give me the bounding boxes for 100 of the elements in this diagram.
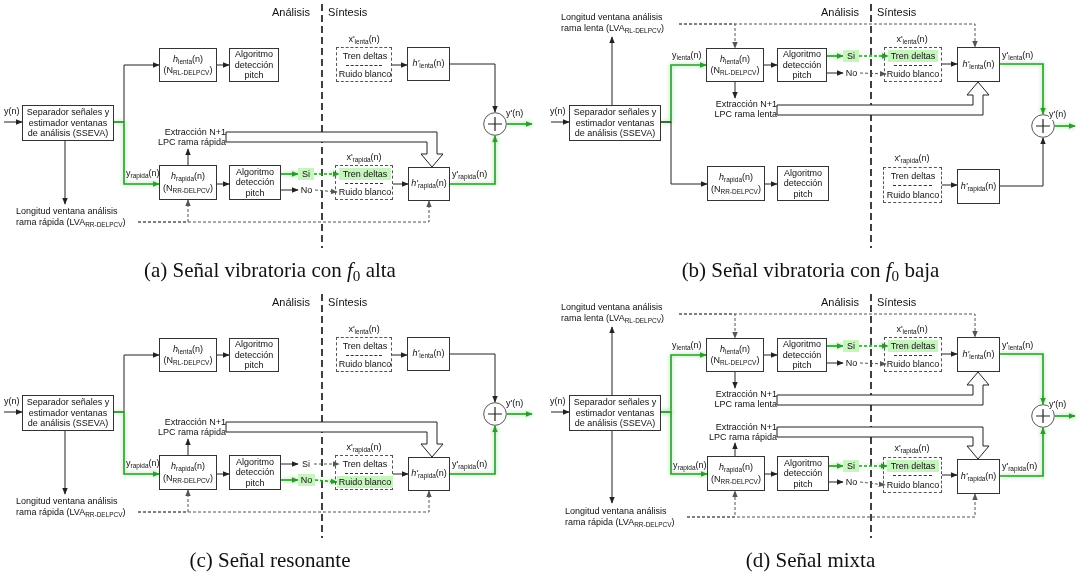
process-block: h$_{lenta}$(n) (N$_{RL-DELPCV}$) (706, 48, 764, 82)
arrow (941, 472, 958, 478)
arrow (732, 371, 738, 389)
arrow (826, 343, 844, 349)
arrow (280, 187, 299, 193)
arrow (763, 62, 778, 68)
arrow (732, 442, 738, 457)
text-label: Si (843, 340, 859, 352)
text-label: No (298, 474, 315, 486)
signal-label: x'$_{rapida}$(n) (894, 153, 930, 165)
arrow (660, 121, 708, 187)
arrow (506, 121, 533, 127)
figure-caption: (a) Señal vibratoria con f$_{0}$ alta (144, 258, 396, 282)
edge-label: y$_{lenta}$(n) (672, 51, 702, 61)
hollow-arrow (776, 371, 990, 406)
arrow (449, 425, 498, 475)
arrow (449, 353, 498, 403)
dashed-arrow (314, 478, 338, 485)
arrow (3, 409, 23, 415)
process-block: Algoritmo detección pitch (777, 338, 827, 372)
process-block: h$_{rapida}$(n) (N$_{RR-DELPCV}$) (159, 455, 217, 490)
process-block: Separador señales y estimador ventanas de análisis (SSEVA) (22, 105, 114, 141)
text-label: Extracción N+1 LPC rama rápida (701, 421, 777, 443)
text-label: Ruido blanco (885, 189, 941, 201)
section-label: Análisis (821, 296, 859, 308)
arrow (828, 463, 844, 469)
text-label: Si (298, 168, 314, 180)
text-label: Longitud ventana análisis rama rápida (LVA$_{RR-DELPCV}$) (16, 495, 138, 519)
process-block: Separador señales y estimador ventanas de análisis (SSEVA) (22, 395, 114, 431)
text-label: Longitud ventana análisis rama rápida (LVA$_{RR-DELPCV}$) (16, 205, 138, 229)
text-label: Si (843, 460, 859, 472)
dashed-arrow (137, 490, 432, 513)
text-label: Ruido blanco (338, 358, 392, 370)
arrow (826, 70, 844, 76)
dashed-arrow (858, 343, 889, 349)
process-block: h$_{lenta}$(n) (N$_{RL-DELPCV}$) (159, 48, 217, 82)
edge-label: y'(n) (506, 399, 524, 409)
arrow (3, 119, 23, 125)
edge-label: y$_{rapida}$(n) (126, 169, 160, 179)
arrow (216, 181, 230, 187)
process-block: h'$_{rapida}$(n) (408, 167, 450, 201)
edge-label: y'(n) (506, 109, 524, 119)
edge-label: y(n) (4, 107, 20, 117)
arrow (280, 477, 299, 483)
arrow (999, 63, 1046, 115)
process-block: h'$_{lenta}$(n) (407, 47, 450, 81)
text-label: Extracción N+1 LPC rama rápida (150, 126, 226, 148)
text-label: Ruido blanco (885, 479, 941, 491)
process-block: Separador señales y estimador ventanas de análisis (SSEVA) (569, 395, 661, 431)
arrow (941, 351, 958, 357)
edge-label: y$_{lenta}$(n) (672, 341, 702, 351)
process-block: Algoritmo detección pitch (229, 455, 281, 490)
arrow (62, 140, 68, 205)
arrow (449, 135, 498, 185)
text-label: Ruido blanco (337, 476, 393, 488)
signal-label: x'$_{rapida}$(n) (894, 443, 930, 455)
arrow (185, 438, 191, 456)
edge-label: y$_{rapida}$(n) (126, 459, 160, 469)
arrow (999, 353, 1046, 405)
process-block: h$_{rapida}$(n) (N$_{RR-DELPCV}$) (707, 166, 765, 201)
text-label: Longitud ventana análisis rama lenta (LVA$_{RL-DELPCV}$) (561, 300, 679, 326)
process-block: h$_{lenta}$(n) (N$_{RL-DELPCV}$) (706, 338, 764, 372)
hollow-arrow (225, 421, 444, 458)
text-label: No (843, 476, 860, 488)
section-label: Síntesis (877, 6, 917, 18)
text-label: Extracción N+1 LPC rama rápida (150, 416, 226, 438)
arrow (660, 411, 708, 477)
arrow (280, 171, 299, 177)
arrow (280, 461, 299, 467)
text-label: Tren deltas (887, 460, 939, 472)
edge-label: y'$_{lenta}$(n) (1002, 51, 1034, 61)
edge-label: y'(n) (1049, 400, 1067, 410)
arrow (609, 430, 615, 504)
arrow (999, 427, 1046, 477)
arrow (764, 471, 778, 477)
process-block: Algoritmo detección pitch (229, 338, 279, 372)
signal-label: x'$_{rapida}$(n) (346, 442, 382, 454)
edge-label: y'$_{rapida}$(n) (1002, 462, 1038, 472)
arrow (826, 360, 844, 366)
section-label: Análisis (821, 6, 859, 18)
text-label: Extracción N+1 LPC rama lenta (703, 98, 777, 120)
arrow (826, 53, 844, 59)
arrow (392, 471, 409, 477)
arrow (391, 352, 408, 358)
edge-label: y'$_{rapida}$(n) (452, 460, 488, 470)
section-label: Síntesis (328, 296, 368, 308)
signal-label: x'$_{lenta}$(n) (348, 34, 380, 46)
process-block: h'$_{rapida}$(n) (408, 457, 450, 491)
signal-label: x'$_{lenta}$(n) (896, 324, 928, 336)
arrow (550, 119, 570, 125)
arrow (185, 148, 191, 166)
edge-label: y(n) (4, 397, 20, 407)
dashed-arrow (858, 463, 888, 469)
section-label: Análisis (272, 296, 310, 308)
dashed-arrow (859, 481, 886, 488)
text-label: Ruido blanco (338, 68, 392, 80)
arrow (1054, 413, 1076, 419)
arrow (449, 63, 498, 113)
process-block: h'$_{lenta}$(n) (957, 337, 1000, 372)
dashed-arrow (678, 23, 978, 48)
